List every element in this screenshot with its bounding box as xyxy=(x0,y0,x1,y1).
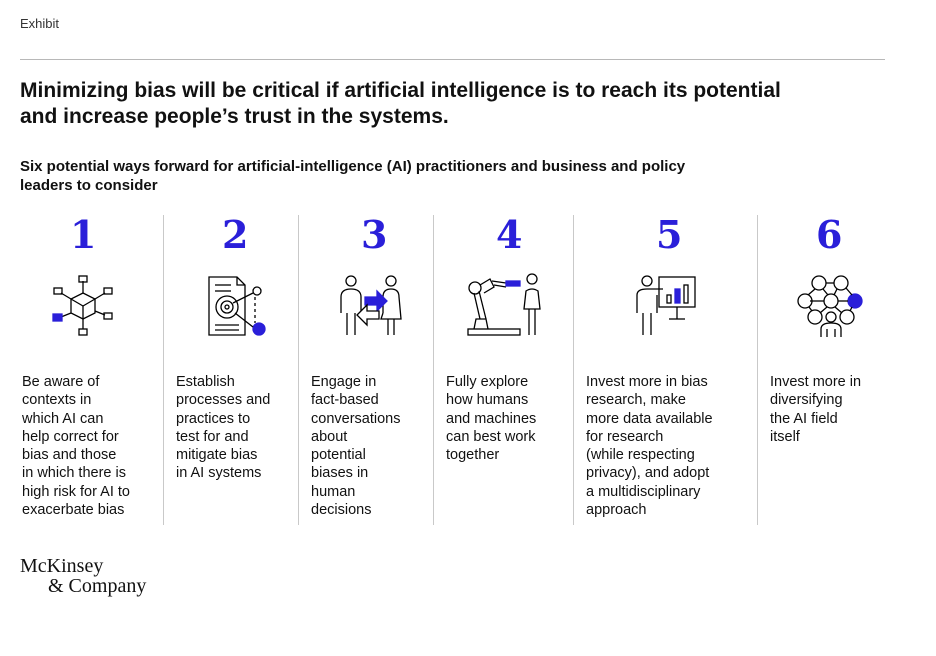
item-4-line: Fully explore xyxy=(446,374,529,390)
title-line-1: Minimizing bias will be critical if arti… xyxy=(20,79,781,102)
item-2-line: test for and xyxy=(176,428,249,445)
item-2-number: 2 xyxy=(222,212,249,257)
item-5-description: Invest more in bias research, make more … xyxy=(586,373,713,519)
title-line-2: and increase people’s trust in the syste… xyxy=(20,105,449,128)
item-6-line: Invest more in xyxy=(770,374,862,390)
item-3-line: fact-based xyxy=(311,392,379,409)
item-2-line: in AI systems xyxy=(176,465,262,482)
item-4: 4 Fully explore how humans and machines … xyxy=(433,215,574,525)
item-1-line: bias and those xyxy=(22,447,117,464)
item-1-line: in which there is xyxy=(22,465,126,482)
document-analysis-icon xyxy=(197,273,277,341)
network-cube-icon xyxy=(43,273,123,341)
item-5-line: for research xyxy=(586,428,664,445)
item-6-description: Invest more in diversifying the AI field… xyxy=(770,373,861,446)
item-1-line: exacerbate bias xyxy=(22,502,125,519)
item-5-line: Invest more in bias xyxy=(586,374,708,390)
item-2-line: processes and xyxy=(176,392,271,409)
robot-arm-human-icon xyxy=(462,273,542,341)
item-5-line: approach xyxy=(586,502,647,519)
item-1-line: high risk for AI to xyxy=(22,483,130,500)
mckinsey-logo: McKinsey & Company xyxy=(20,556,146,596)
item-1-description: Be aware of contexts in which AI can hel… xyxy=(22,373,130,519)
item-1-number: 1 xyxy=(70,212,97,257)
item-5-line: more data available xyxy=(586,410,713,427)
item-6-number: 6 xyxy=(816,212,843,257)
diverse-network-icon xyxy=(791,273,871,341)
item-3-line: about xyxy=(311,428,348,445)
logo-line-1: McKinsey xyxy=(20,555,104,577)
item-4-line: and machines xyxy=(446,410,537,427)
item-6-line: itself xyxy=(770,428,800,445)
item-4-line: can best work xyxy=(446,428,536,445)
subtitle-line-2: leaders to consider xyxy=(20,177,158,194)
item-3-line: human xyxy=(311,483,356,500)
item-5-number: 5 xyxy=(656,212,683,257)
item-1-line: Be aware of xyxy=(22,374,100,390)
item-5: 5 Invest more in bias research, make mor… xyxy=(573,215,758,525)
item-2-description: Establish processes and practices to tes… xyxy=(176,373,270,483)
item-6: 6 Invest more in diversifying the AI fie… xyxy=(757,215,888,525)
item-1-line: contexts in xyxy=(22,392,92,409)
item-1-line: which AI can xyxy=(22,410,104,427)
item-4-line: how humans xyxy=(446,392,529,409)
item-5-line: a multidisciplinary xyxy=(586,483,701,500)
item-5-line: privacy), and adopt xyxy=(586,465,710,482)
item-5-line: research, make xyxy=(586,392,686,409)
item-5-line: (while respecting xyxy=(586,447,695,464)
item-3-line: potential xyxy=(311,447,366,464)
header-divider xyxy=(20,59,885,60)
page-subtitle: Six potential ways forward for artificia… xyxy=(20,157,880,195)
page-title: Minimizing bias will be critical if arti… xyxy=(20,78,900,130)
item-6-line: the AI field xyxy=(770,410,838,427)
item-2-line: mitigate bias xyxy=(176,447,258,464)
item-3-line: Engage in xyxy=(311,374,377,390)
item-4-line: together xyxy=(446,447,500,464)
item-1-line: help correct for xyxy=(22,428,119,445)
item-3-line: conversations xyxy=(311,410,401,427)
item-4-description: Fully explore how humans and machines ca… xyxy=(446,373,536,464)
item-3-description: Engage in fact-based conversations about… xyxy=(311,373,400,519)
item-4-number: 4 xyxy=(496,212,523,257)
item-6-line: diversifying xyxy=(770,392,843,409)
exhibit-label: Exhibit xyxy=(20,16,60,31)
item-3-number: 3 xyxy=(361,212,388,257)
item-3: 3 Engage in fact-based conversations abo… xyxy=(298,215,434,525)
conversation-people-icon xyxy=(333,273,413,341)
presenter-chart-icon xyxy=(629,273,709,341)
item-2-line: practices to xyxy=(176,410,251,427)
item-3-line: biases in xyxy=(311,465,369,482)
subtitle-line-1: Six potential ways forward for artificia… xyxy=(20,158,686,175)
logo-line-2: & Company xyxy=(48,575,147,597)
item-3-line: decisions xyxy=(311,502,372,519)
item-1: 1 Be aware of contexts in which AI can h… xyxy=(20,215,163,525)
item-2: 2 Establish processes and practices to t… xyxy=(163,215,299,525)
item-2-line: Establish xyxy=(176,374,235,390)
